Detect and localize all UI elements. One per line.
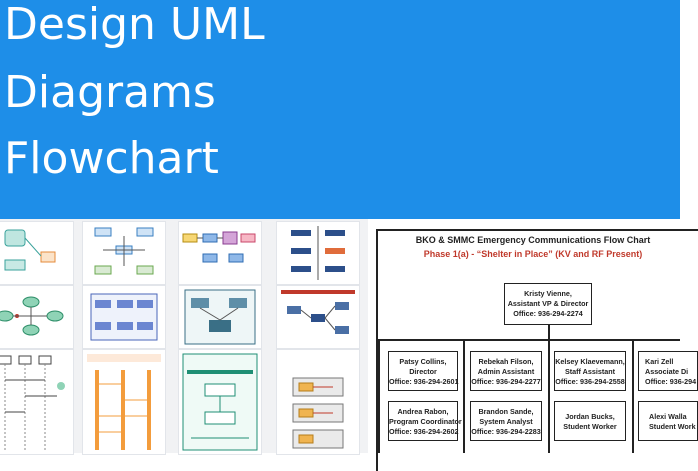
org-box-name: Rebekah Filson, bbox=[478, 357, 534, 366]
org-box-name: Brandon Sande, bbox=[478, 407, 534, 416]
banner: Design UML Diagrams Flowchart bbox=[0, 0, 680, 219]
org-box-name: Alexi Walla bbox=[649, 412, 687, 421]
connector-line bbox=[463, 339, 465, 453]
org-box-row2-3: Jordan Bucks, Student Worker bbox=[554, 401, 626, 441]
thumbnail-2[interactable] bbox=[82, 221, 166, 285]
flow-chart-frame bbox=[376, 229, 698, 471]
thumbnail-8[interactable] bbox=[276, 285, 360, 349]
org-box-role: Staff Assistant bbox=[564, 367, 616, 376]
connector-line bbox=[632, 339, 634, 453]
org-box-role: Director bbox=[409, 367, 437, 376]
org-box-role: Associate Di bbox=[645, 367, 689, 376]
thumbnail-9[interactable] bbox=[0, 349, 74, 455]
thumbnail-1[interactable] bbox=[0, 221, 74, 285]
org-box-row2-1: Andrea Rabon, Program Coordinator Office… bbox=[388, 401, 462, 441]
org-box-role: System Analyst bbox=[479, 417, 533, 426]
org-box-row2-2: Brandon Sande, System Analyst Office: 93… bbox=[470, 401, 542, 441]
emergency-flow-chart: BKO & SMMC Emergency Communications Flow… bbox=[368, 219, 698, 471]
org-box-role: Admin Assistant bbox=[477, 367, 535, 376]
org-box-name: Kelsey Klaevemann, bbox=[555, 357, 625, 366]
org-box-row1-4: Kari Zell Associate Di Office: 936-294 bbox=[638, 351, 698, 391]
thumbnail-7[interactable] bbox=[178, 285, 262, 349]
flow-chart-title: BKO & SMMC Emergency Communications Flow… bbox=[415, 235, 651, 245]
connector-line bbox=[378, 339, 380, 453]
org-box-office: Office: 936-294-2601 bbox=[389, 377, 459, 386]
org-box-name: Kari Zell bbox=[645, 357, 674, 366]
org-box-office: Office: 936-294-2283 bbox=[471, 427, 541, 436]
org-box-name: Patsy Collins, bbox=[399, 357, 447, 366]
thumbnail-12[interactable] bbox=[276, 349, 360, 455]
connector-line bbox=[378, 339, 680, 341]
org-box-role: Student Work bbox=[649, 422, 696, 431]
thumbnail-11[interactable] bbox=[178, 349, 262, 455]
thumbnail-4[interactable] bbox=[276, 221, 360, 285]
thumbnail-3[interactable] bbox=[178, 221, 262, 285]
org-box-row2-4: Alexi Walla Student Work bbox=[638, 401, 698, 441]
org-box-name: Andrea Rabon, bbox=[397, 407, 449, 416]
org-box-role: Program Coordinator bbox=[389, 417, 462, 426]
org-box-role: Student Worker bbox=[563, 422, 617, 431]
connector-line bbox=[548, 339, 550, 453]
org-box-row1-3: Kelsey Klaevemann, Staff Assistant Offic… bbox=[554, 351, 626, 391]
org-box-name: Jordan Bucks, bbox=[565, 412, 615, 421]
banner-title-line-3: Flowchart bbox=[4, 133, 219, 184]
org-box-office: Office: 936-294 bbox=[645, 377, 697, 386]
flow-chart-subtitle: Phase 1(a) - “Shelter in Place” (KV and … bbox=[423, 249, 643, 259]
thumbnail-6[interactable] bbox=[82, 285, 166, 349]
org-box-office: Office: 936-294-2602 bbox=[389, 427, 459, 436]
org-box-role: Assistant VP & Director bbox=[507, 299, 589, 308]
org-box-row1-2: Rebekah Filson, Admin Assistant Office: … bbox=[470, 351, 542, 391]
thumbnail-5[interactable] bbox=[0, 285, 74, 349]
diagram-gallery bbox=[0, 219, 368, 455]
org-box-row1-1: Patsy Collins, Director Office: 936-294-… bbox=[388, 351, 459, 391]
org-box-office: Office: 936-294-2277 bbox=[471, 377, 541, 386]
org-box-office: Office: 936-294-2274 bbox=[513, 309, 583, 318]
org-box-director-top: Kristy Vienne, Assistant VP & Director O… bbox=[504, 283, 592, 325]
org-box-name: Kristy Vienne, bbox=[524, 289, 572, 298]
org-box-office: Office: 936-294-2558 bbox=[555, 377, 625, 386]
banner-title-line-2: Diagrams bbox=[4, 67, 216, 118]
thumbnail-10[interactable] bbox=[82, 349, 166, 455]
connector-line bbox=[548, 325, 550, 339]
banner-title-line-1: Design UML bbox=[4, 0, 265, 50]
